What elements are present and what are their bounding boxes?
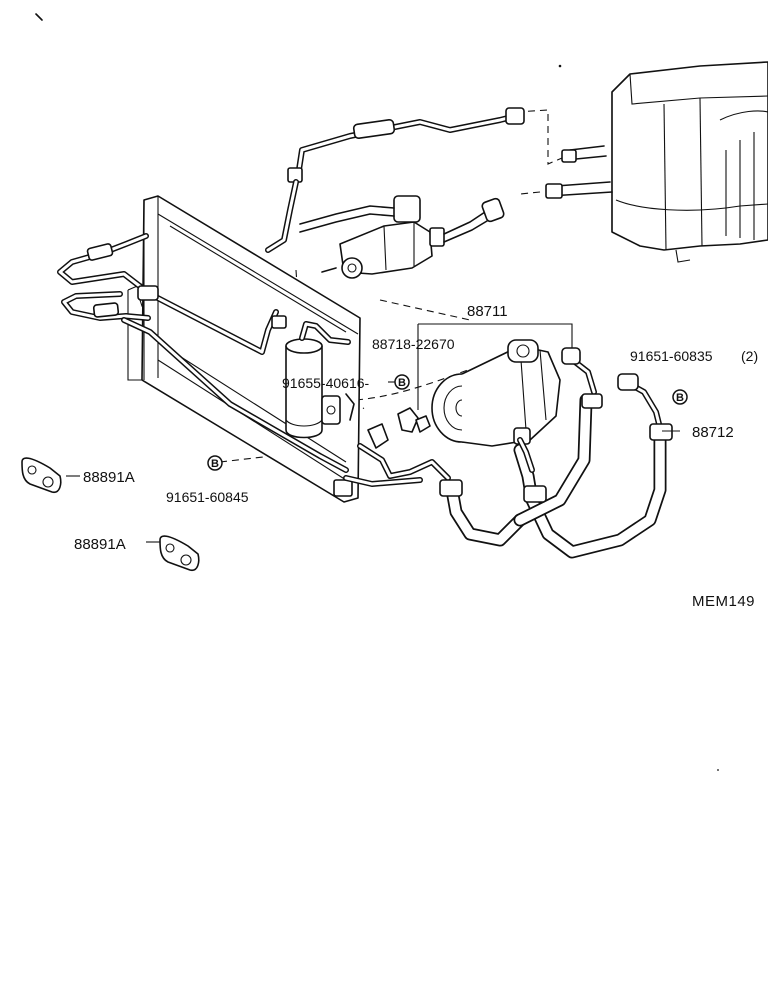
evaporator-unit xyxy=(545,61,768,263)
label-88891a-bottom: 88891A xyxy=(74,536,126,553)
leader-lines xyxy=(66,323,680,543)
label-91651-60845: 91651-60845 xyxy=(166,489,249,505)
grommet-bottom xyxy=(159,535,200,572)
bolt-badge-3: B xyxy=(207,455,223,471)
receiver-dryer xyxy=(271,315,355,439)
scan-marks xyxy=(35,13,719,771)
bolt-badge-2: B xyxy=(672,389,688,405)
bolt-badge-1: B xyxy=(394,374,410,390)
label-91655-40616: 91655-40616- xyxy=(282,375,370,391)
svg-text:B: B xyxy=(676,392,684,404)
upper-pipe xyxy=(265,107,525,253)
valve-assembly xyxy=(299,195,505,279)
label-91651-60835: 91651-60835 xyxy=(630,348,713,364)
label-88718-22670: 88718-22670 xyxy=(372,336,455,352)
label-88712: 88712 xyxy=(692,424,734,441)
label-88891a-top: 88891A xyxy=(83,469,135,486)
compressor xyxy=(431,339,561,447)
label-88711: 88711 xyxy=(467,303,508,320)
condenser-pipes xyxy=(57,233,349,473)
svg-text:B: B xyxy=(398,377,406,389)
grommet-top xyxy=(21,457,62,494)
bracket-88718 xyxy=(397,407,431,433)
hoses xyxy=(343,347,673,559)
label-91651-60835-qty: (2) xyxy=(741,348,758,364)
diagram-code: MEM149 xyxy=(692,593,755,610)
svg-text:B: B xyxy=(211,458,219,470)
